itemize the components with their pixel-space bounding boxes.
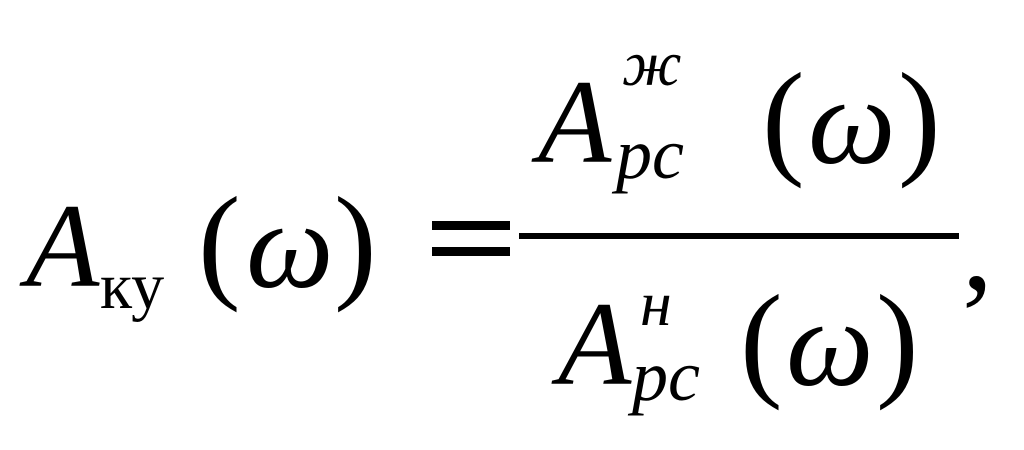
denominator-subscript: рс: [632, 336, 700, 416]
lhs-open-paren: (: [198, 171, 241, 313]
denominator-symbol: A: [558, 277, 632, 410]
lhs-symbol: A: [26, 179, 100, 312]
trailing-comma: ,: [962, 179, 993, 316]
numerator-superscript: ж: [622, 28, 682, 99]
denominator-close-paren: ): [876, 269, 919, 411]
denominator-argument: ω: [786, 275, 874, 412]
numerator-subscript: рс: [616, 114, 684, 194]
numerator-open-paren: (: [762, 47, 805, 189]
fraction-bar: [519, 233, 959, 239]
numerator-close-paren: ): [898, 47, 941, 189]
denominator-superscript: н: [640, 268, 672, 339]
equals-sign-bottom-bar: [432, 247, 510, 256]
lhs-close-paren: ): [334, 171, 377, 313]
equals-sign-top-bar: [432, 221, 510, 230]
lhs-subscript: ку: [100, 250, 165, 323]
lhs-argument: ω: [246, 177, 334, 314]
numerator-symbol: A: [538, 55, 612, 188]
numerator-argument: ω: [808, 53, 896, 190]
denominator-open-paren: (: [740, 269, 783, 411]
